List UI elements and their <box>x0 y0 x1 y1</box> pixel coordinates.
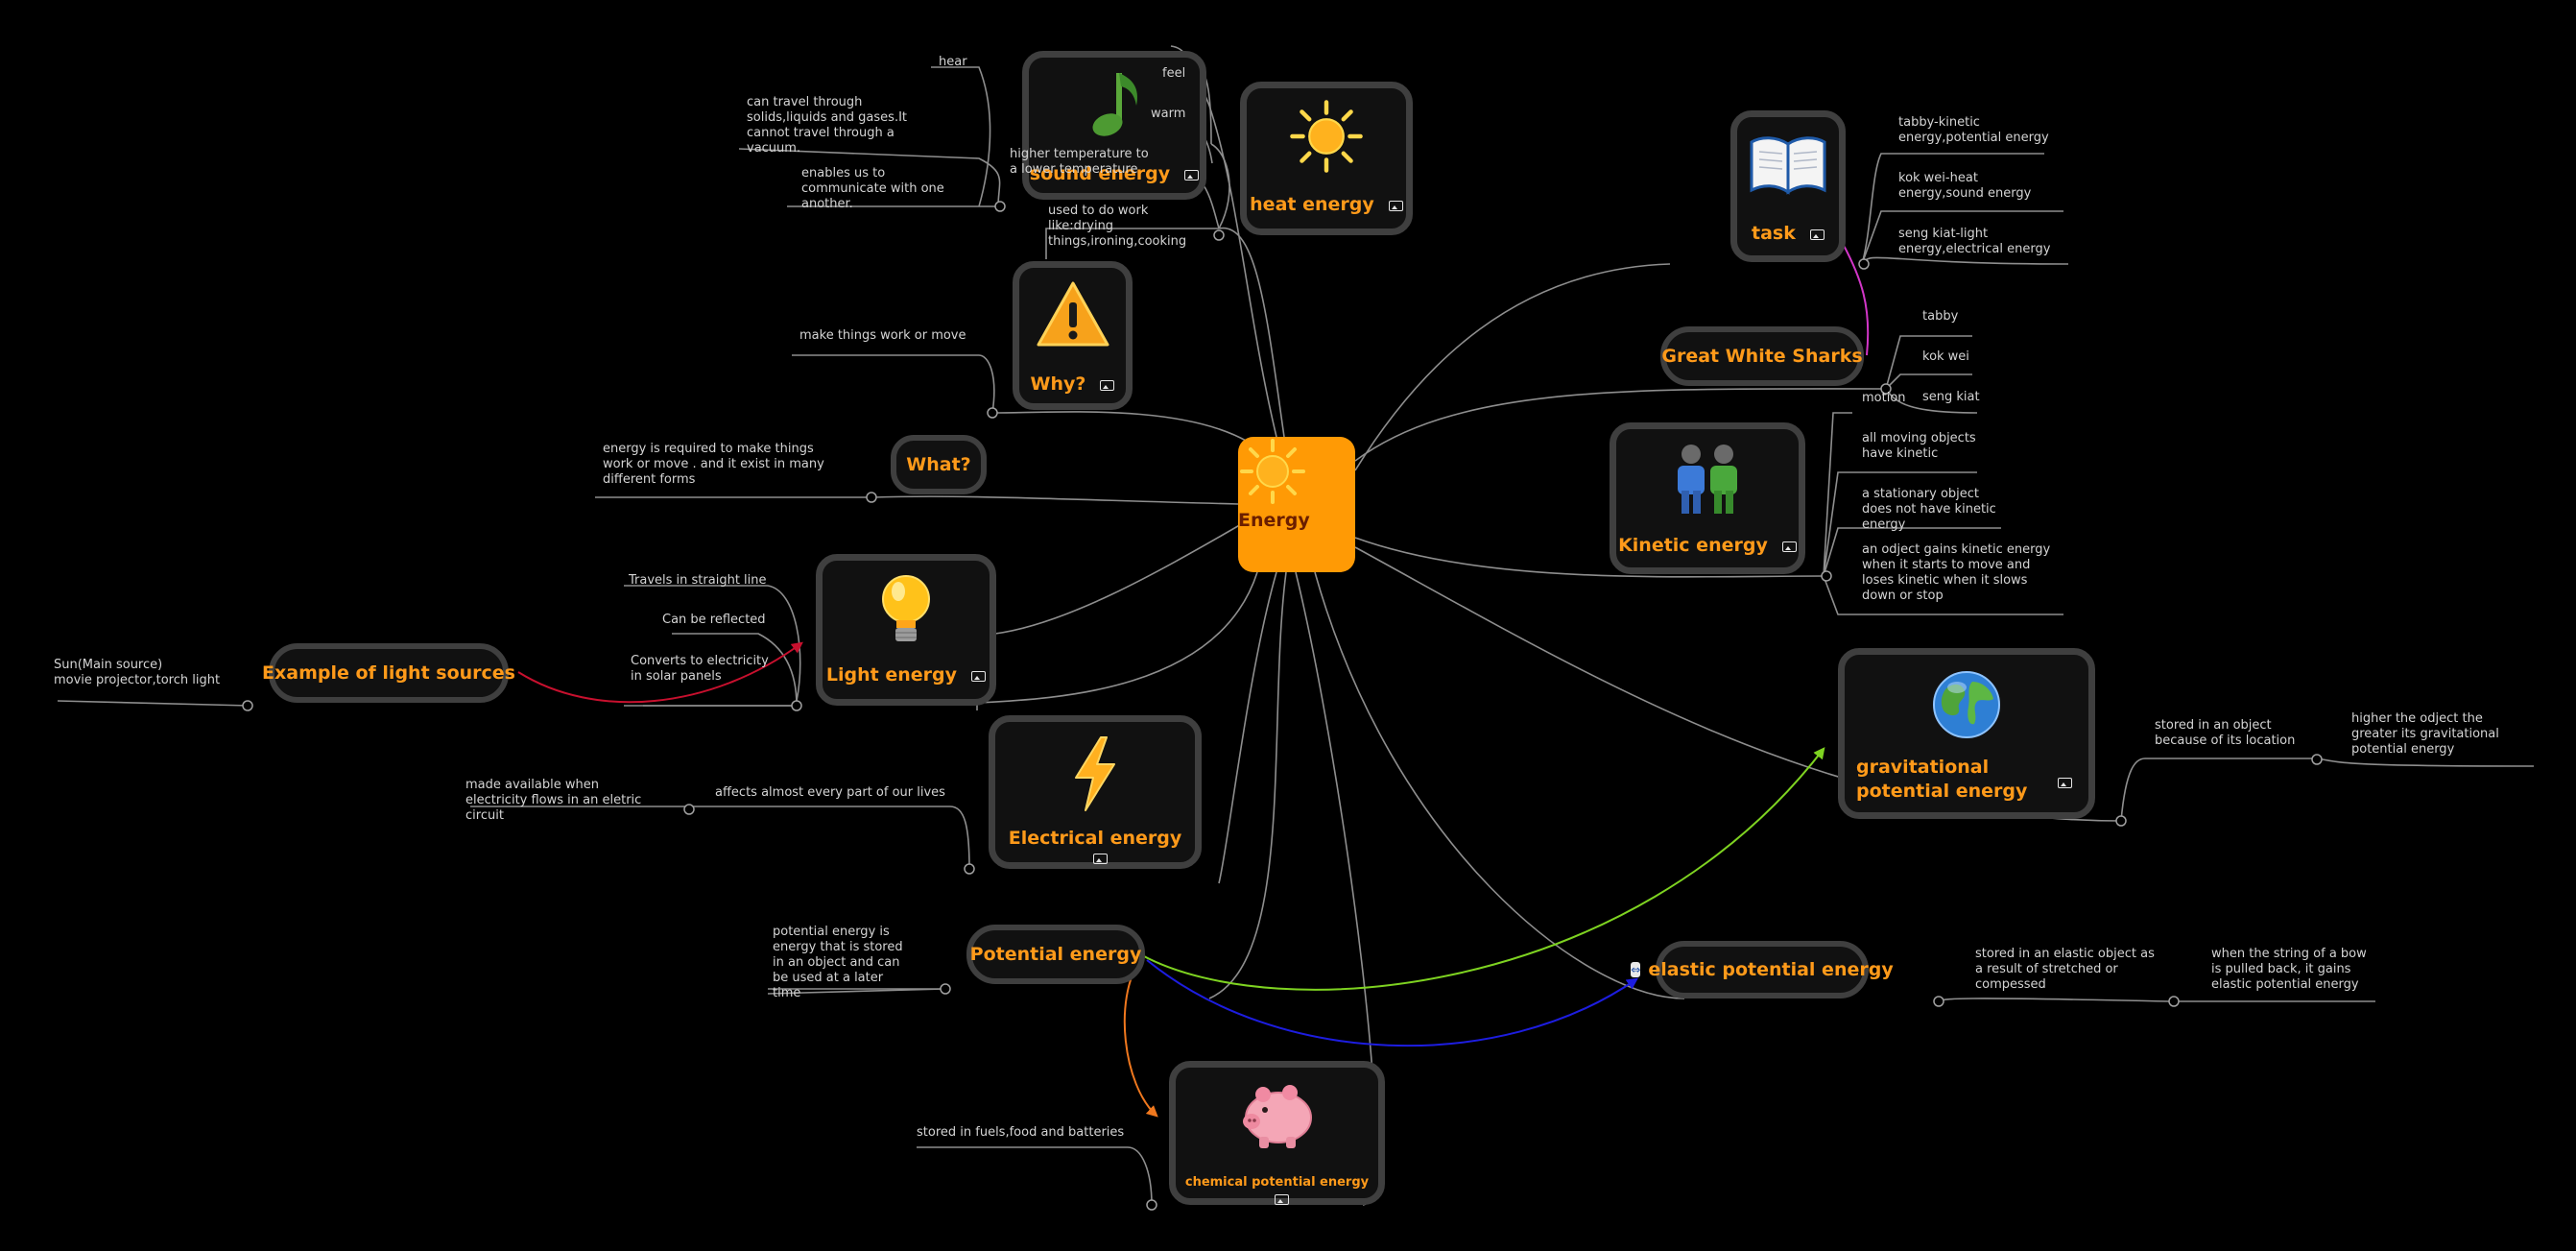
node-chemical-potential-energy[interactable]: chemical potential energy <box>1169 1061 1385 1205</box>
node-title: task <box>1752 223 1796 244</box>
node-title: sound energy <box>1029 163 1171 184</box>
label-make-things-work: make things work or move <box>799 328 966 343</box>
label-kok-wei: kok wei <box>1922 349 1969 364</box>
node-example-of-light-sources[interactable]: Example of light sources <box>262 643 515 703</box>
light-bulb-icon <box>823 572 990 652</box>
label-travels-straight: Travels in straight line <box>629 573 767 588</box>
label-elastic-definition: stored in an elastic object as a result … <box>1975 947 2155 992</box>
image-icon[interactable] <box>1809 229 1825 240</box>
node-title: gravitational potential energy <box>1856 757 2028 802</box>
image-icon[interactable] <box>1092 854 1108 864</box>
node-title: Potential energy <box>969 944 1142 965</box>
label-affects-lives: affects almost every part of our lives <box>715 785 945 800</box>
label-all-moving: all moving objects have kinetic <box>1862 431 1976 461</box>
node-title: Example of light sources <box>262 662 515 684</box>
label-seng-kiat: seng kiat <box>1922 390 1980 404</box>
label-sun-main-source: Sun(Main source) movie projector,torch l… <box>54 658 221 687</box>
music-note-icon <box>1029 67 1200 147</box>
globe-icon <box>1845 668 2088 744</box>
node-sound-energy[interactable]: sound energy <box>1022 51 1206 200</box>
label-higher-temperature: higher temperature to a lower temperatur… <box>1010 147 1149 177</box>
node-title: heat energy <box>1250 194 1374 215</box>
node-heat-energy[interactable]: heat energy <box>1240 82 1413 235</box>
node-title: Why? <box>1030 373 1086 395</box>
node-task[interactable]: task <box>1730 110 1846 262</box>
node-title: elastic potential energy <box>1648 959 1894 980</box>
node-potential-energy[interactable]: Potential energy <box>966 925 1145 984</box>
label-communicate: enables us to communicate with one anoth… <box>801 166 944 211</box>
node-title: chemical potential energy <box>1184 1175 1370 1190</box>
image-icon[interactable] <box>1388 201 1403 211</box>
image-icon[interactable] <box>2058 778 2072 788</box>
label-warm: warm <box>1151 107 1186 121</box>
node-title: Electrical energy <box>1008 828 1182 849</box>
label-hear: hear <box>939 55 967 69</box>
label-feel: feel <box>1162 66 1186 81</box>
node-gravitational-potential-energy[interactable]: gravitational potential energy <box>1838 648 2095 819</box>
center-node-energy[interactable]: Energy <box>1238 437 1355 572</box>
node-elastic-potential-energy[interactable]: ⇔ elastic potential energy <box>1631 941 1894 998</box>
node-light-energy[interactable]: Light energy <box>816 554 996 706</box>
image-icon[interactable] <box>1781 541 1797 552</box>
label-tabby-task: tabby-kinetic energy,potential energy <box>1898 115 2049 145</box>
node-kinetic-energy[interactable]: Kinetic energy <box>1610 422 1805 574</box>
label-travel: can travel through solids,liquids and ga… <box>747 95 908 156</box>
node-why[interactable]: Why? <box>1013 261 1133 410</box>
label-stationary: a stationary object does not have kineti… <box>1862 487 1996 532</box>
label-sengkiat-task: seng kiat-light energy,electrical energy <box>1898 227 2051 256</box>
image-icon[interactable] <box>1100 380 1115 391</box>
label-motion: motion <box>1862 391 1906 405</box>
label-made-available: made available when electricity flows in… <box>465 778 642 823</box>
image-icon[interactable] <box>1184 170 1200 180</box>
node-title: Great White Sharks <box>1661 346 1863 367</box>
label-potential-definition: potential energy is energy that is store… <box>773 925 903 1000</box>
label-stored-in-fuels: stored in fuels,food and batteries <box>917 1125 1125 1140</box>
label-bow: when the string of a bow is pulled back,… <box>2211 947 2367 992</box>
label-tabby: tabby <box>1922 309 1959 324</box>
center-title: Energy <box>1238 510 1310 531</box>
image-icon[interactable] <box>971 671 987 682</box>
sun-icon <box>1238 437 1355 510</box>
node-what[interactable]: What? <box>891 435 987 494</box>
sun-icon <box>1247 98 1406 178</box>
node-title: Kinetic energy <box>1618 535 1768 556</box>
piggy-bank-icon <box>1176 1079 1378 1155</box>
warning-icon <box>1019 279 1126 351</box>
node-title: What? <box>906 454 971 475</box>
node-great-white-sharks[interactable]: Great White Sharks <box>1660 326 1864 386</box>
book-icon <box>1737 131 1839 201</box>
lightning-icon <box>995 735 1195 815</box>
double-arrow-icon: ⇔ <box>1631 962 1641 977</box>
image-icon[interactable] <box>1275 1194 1289 1205</box>
people-icon <box>1616 443 1799 518</box>
label-converts-solar: Converts to electricity in solar panels <box>631 654 769 684</box>
label-gains-kinetic: an odject gains kinetic energy when it s… <box>1862 542 2051 603</box>
label-used-to-do-work: used to do work like:drying things,ironi… <box>1048 204 1187 249</box>
label-can-be-reflected: Can be reflected <box>662 613 766 627</box>
label-stored-location: stored in an object because of its locat… <box>2155 718 2296 748</box>
label-energy-required: energy is required to make things work o… <box>603 442 824 487</box>
node-electrical-energy[interactable]: Electrical energy <box>989 715 1202 869</box>
label-kokwei-task: kok wei-heat energy,sound energy <box>1898 171 2032 201</box>
label-higher-object: higher the odject the greater its gravit… <box>2351 711 2499 757</box>
node-title: Light energy <box>825 664 957 686</box>
